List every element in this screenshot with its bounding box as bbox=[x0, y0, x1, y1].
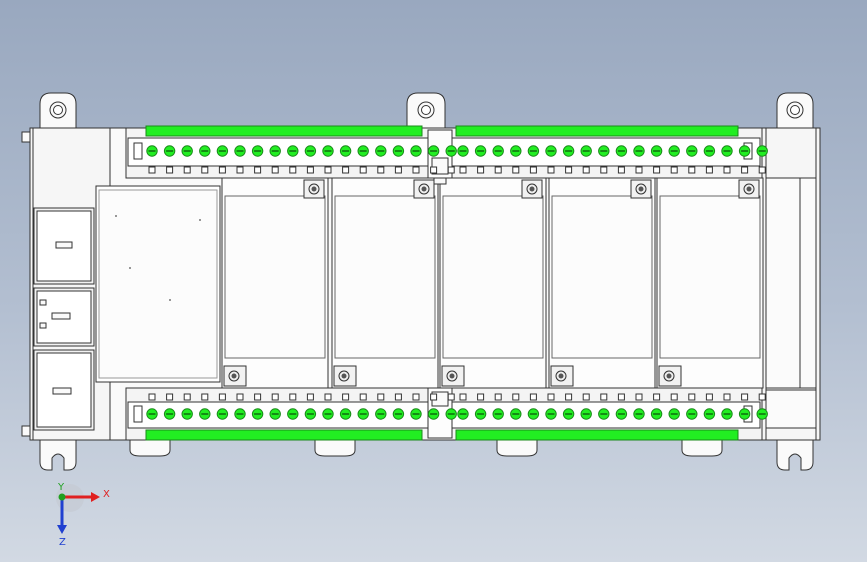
port-block bbox=[33, 207, 95, 431]
mounting-ear-top-right bbox=[776, 92, 814, 129]
plc-model[interactable] bbox=[21, 92, 821, 471]
mounting-ear-bottom-left bbox=[39, 437, 77, 471]
z-axis-label: Z bbox=[59, 537, 66, 548]
y-axis-dot bbox=[58, 493, 66, 501]
x-axis-label: X bbox=[103, 489, 110, 500]
relay-covers bbox=[221, 177, 764, 389]
y-axis-label: Y bbox=[57, 482, 65, 493]
mounting-ear-bottom-right bbox=[776, 439, 814, 471]
mounting-ear-top-left bbox=[39, 92, 77, 129]
cpu-panel bbox=[95, 185, 221, 383]
mounting-ear-top-center bbox=[406, 92, 446, 129]
coordinate-triad: X Y Z bbox=[56, 482, 110, 548]
din-latches bbox=[129, 439, 723, 457]
top-terminal-strip bbox=[125, 125, 768, 185]
bottom-terminal-strip bbox=[125, 387, 768, 441]
